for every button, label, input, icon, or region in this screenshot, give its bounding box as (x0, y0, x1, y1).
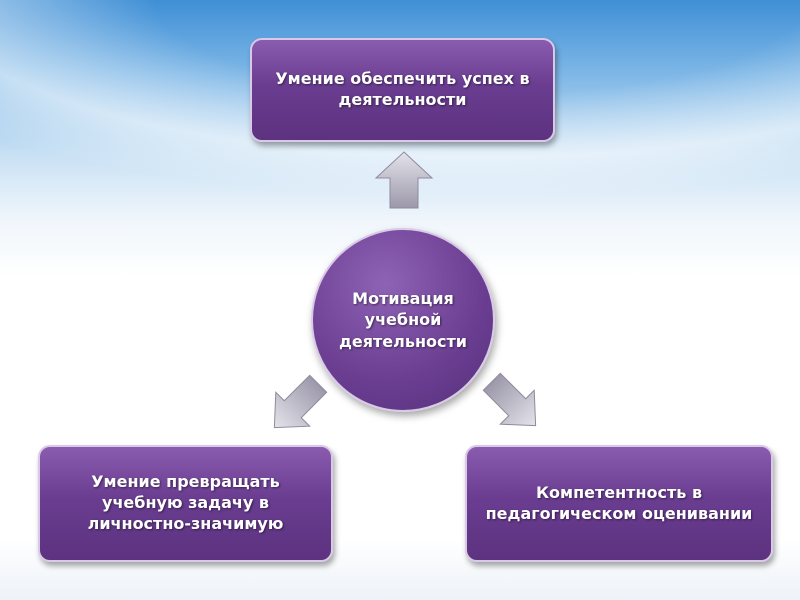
center-node: Мотивация учебной деятельности (311, 228, 495, 412)
center-node-label: Мотивация учебной деятельности (338, 288, 468, 351)
top-node: Умение обеспечить успех в деятельности (250, 38, 555, 142)
top-node-label: Умение обеспечить успех в деятельности (275, 69, 530, 109)
arrow-down-right-icon (482, 372, 537, 427)
right-node-label: Компетентность в педагогическом оцениван… (485, 482, 753, 523)
left-node: Умение превращать учебную задачу в лично… (38, 445, 333, 562)
arrow-down-left-icon (273, 374, 328, 429)
left-node-label: Умение превращать учебную задачу в лично… (87, 472, 284, 533)
right-node: Компетентность в педагогическом оцениван… (465, 445, 773, 562)
arrow-up-icon (374, 151, 434, 209)
